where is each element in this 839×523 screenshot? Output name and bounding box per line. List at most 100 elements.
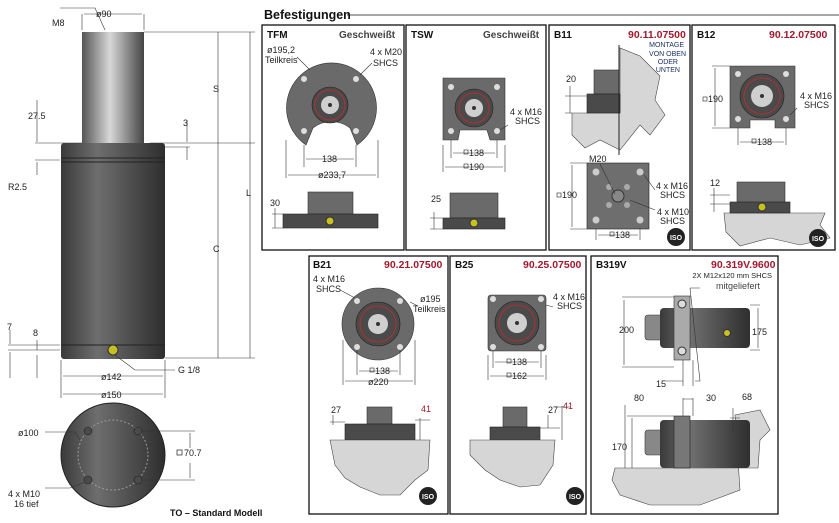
b21-d1-label: 138 bbox=[375, 366, 390, 376]
panel-b11: B11 90.11.07500 MONTAGE VON OBEN ODER UN… bbox=[548, 24, 691, 251]
iso-badge-icon bbox=[809, 229, 827, 247]
b11-d1-label: 138 bbox=[615, 230, 630, 240]
b21-iso-label: ISO bbox=[422, 494, 435, 501]
panel-b21: B21 90.21.07500 4 x M16 SHCS ø195 Teilkr… bbox=[308, 255, 449, 515]
tfm-d2-label: ø233,7 bbox=[318, 170, 346, 180]
b319v-d175-label: 175 bbox=[752, 327, 767, 337]
b25-d1-label: 138 bbox=[512, 357, 527, 367]
b319v-d170-label: 170 bbox=[612, 442, 627, 452]
b11-h-label: 20 bbox=[566, 74, 576, 84]
b11-l3-label: 4 x M10 bbox=[657, 207, 689, 217]
labels-d8-label: 8 bbox=[33, 328, 38, 338]
labels-d7-label: 7 bbox=[7, 322, 12, 332]
tfm-l3-label: 4 x M20 bbox=[370, 47, 402, 57]
b11-iso-label: ISO bbox=[670, 235, 683, 242]
iso-badge-icon bbox=[566, 487, 584, 505]
b21-l2-label: SHCS bbox=[316, 284, 341, 294]
b25-h2-label: 41 bbox=[563, 401, 573, 411]
panel-tsw: TSW Geschweißt 4 x M16 SHCS 138 190 25 bbox=[405, 24, 547, 251]
tsw-l2-label: SHCS bbox=[515, 116, 540, 126]
main-cylinder-drawing: ø90 M8 S L C 27.5 3 R2.5 7 8 G 1/8 ø142 … bbox=[7, 7, 255, 400]
labels-m8-label: M8 bbox=[52, 18, 65, 28]
labels-d3-label: 3 bbox=[183, 118, 188, 128]
b11-n2-label: VON OBEN bbox=[649, 51, 686, 58]
labels-s-label: S bbox=[213, 84, 219, 94]
b21-h1-label: 27 bbox=[331, 405, 341, 415]
b11-code-label: 90.11.07500 bbox=[628, 29, 686, 41]
b25-l2-label: SHCS bbox=[557, 301, 582, 311]
b12-code-label: 90.12.07500 bbox=[769, 29, 828, 41]
b21-l3-label: ø195 bbox=[420, 294, 441, 304]
b319v-name-label: B319V bbox=[596, 260, 627, 271]
panel-b319v: B319V 90.319V.9600 2X M12x120 mm SHCS mi… bbox=[590, 255, 779, 515]
b11-m20-label: M20 bbox=[589, 154, 607, 164]
b319v-d15-label: 15 bbox=[656, 379, 666, 389]
b25-l1-label: 4 x M16 bbox=[553, 292, 585, 302]
b319v-d68-label: 68 bbox=[742, 392, 752, 402]
b25-d2-label: 162 bbox=[512, 371, 527, 381]
tsw-sub-label: Geschweißt bbox=[483, 30, 540, 41]
tfm-l2-label: Teilkreis bbox=[265, 55, 298, 65]
labels-d150-label: ø150 bbox=[101, 390, 122, 400]
b21-l4-label: Teilkreis bbox=[413, 304, 446, 314]
b11-sq-label: 190 bbox=[562, 190, 577, 200]
b11-n3-label: ODER bbox=[658, 59, 678, 66]
labels-d275-label: 27.5 bbox=[28, 111, 46, 121]
b12-iso-label: ISO bbox=[812, 236, 825, 243]
piston-rod bbox=[82, 32, 144, 143]
b12-name-label: B12 bbox=[697, 30, 716, 41]
labels-r25-label: R2.5 bbox=[8, 182, 27, 192]
cylinder-body bbox=[61, 143, 165, 359]
b12-l1-label: 4 x M16 bbox=[800, 91, 832, 101]
panel-b25: B25 90.25.07500 4 x M16 SHCS 138 162 27 … bbox=[449, 255, 587, 515]
labels-g18-label: G 1/8 bbox=[178, 365, 200, 375]
labels-l-label: L bbox=[246, 188, 251, 198]
b12-sq-label: 190 bbox=[708, 94, 723, 104]
b319v-code-label: 90.319V.9600 bbox=[711, 259, 776, 271]
iso-badge-icon bbox=[667, 228, 685, 246]
tsw-d1-label: 138 bbox=[469, 148, 484, 158]
b12-d1-label: 138 bbox=[757, 137, 772, 147]
labels-d100-label: ø100 bbox=[18, 428, 39, 438]
main-bottom-view: ø100 70.7 4 x M10 16 tief TO – Standard … bbox=[8, 402, 262, 518]
labels-sq707-label: 70.7 bbox=[184, 448, 202, 458]
b11-n1-label: MONTAGE bbox=[649, 42, 684, 49]
labels-m10b-label: 16 tief bbox=[14, 499, 39, 509]
b11-l2-label: SHCS bbox=[660, 190, 685, 200]
section-title: Befestigungen bbox=[264, 8, 351, 22]
tsw-h-label: 25 bbox=[431, 194, 441, 204]
b21-code-label: 90.21.07500 bbox=[384, 259, 443, 271]
tsw-name-label: TSW bbox=[411, 30, 434, 41]
b319v-d80-label: 80 bbox=[634, 393, 644, 403]
g18-port-icon bbox=[107, 344, 119, 356]
labels-d90-label: ø90 bbox=[96, 9, 112, 19]
tfm-l1-label: ø195,2 bbox=[267, 45, 295, 55]
b319v-n2-label: mitgeliefert bbox=[716, 281, 761, 291]
b319v-d30-label: 30 bbox=[706, 393, 716, 403]
panel-b12: B12 90.12.07500 190 4 x M16 SHCS 138 12 … bbox=[691, 24, 836, 251]
b25-name-label: B25 bbox=[455, 260, 474, 271]
b11-l1-label: 4 x M16 bbox=[656, 181, 688, 191]
caption: TO – Standard Modell bbox=[170, 508, 262, 518]
b319v-d200-label: 200 bbox=[619, 325, 634, 335]
tsw-d2-label: 190 bbox=[469, 162, 484, 172]
b21-h2-label: 41 bbox=[421, 404, 431, 414]
iso-badge-icon bbox=[419, 487, 437, 505]
b11-name-label: B11 bbox=[554, 30, 572, 41]
b21-d2-label: ø220 bbox=[368, 377, 389, 387]
tfm-d1-label: 138 bbox=[322, 154, 337, 164]
b25-iso-label: ISO bbox=[569, 494, 582, 501]
b25-code-label: 90.25.07500 bbox=[523, 259, 582, 271]
panel-tfm: TFM Geschweißt ø195,2 Teilkreis 4 x M20 … bbox=[261, 24, 405, 251]
tfm-name-label: TFM bbox=[267, 30, 288, 41]
tsw-l1-label: 4 x M16 bbox=[510, 107, 542, 117]
tfm-l4-label: SHCS bbox=[373, 58, 398, 68]
labels-m10a-label: 4 x M10 bbox=[8, 489, 40, 499]
b12-l2-label: SHCS bbox=[804, 100, 829, 110]
b21-l1-label: 4 x M16 bbox=[313, 274, 345, 284]
b25-h1-label: 27 bbox=[548, 405, 558, 415]
b11-n4-label: UNTEN bbox=[656, 67, 680, 74]
labels-d142-label: ø142 bbox=[101, 372, 122, 382]
tfm-sub-label: Geschweißt bbox=[339, 30, 396, 41]
